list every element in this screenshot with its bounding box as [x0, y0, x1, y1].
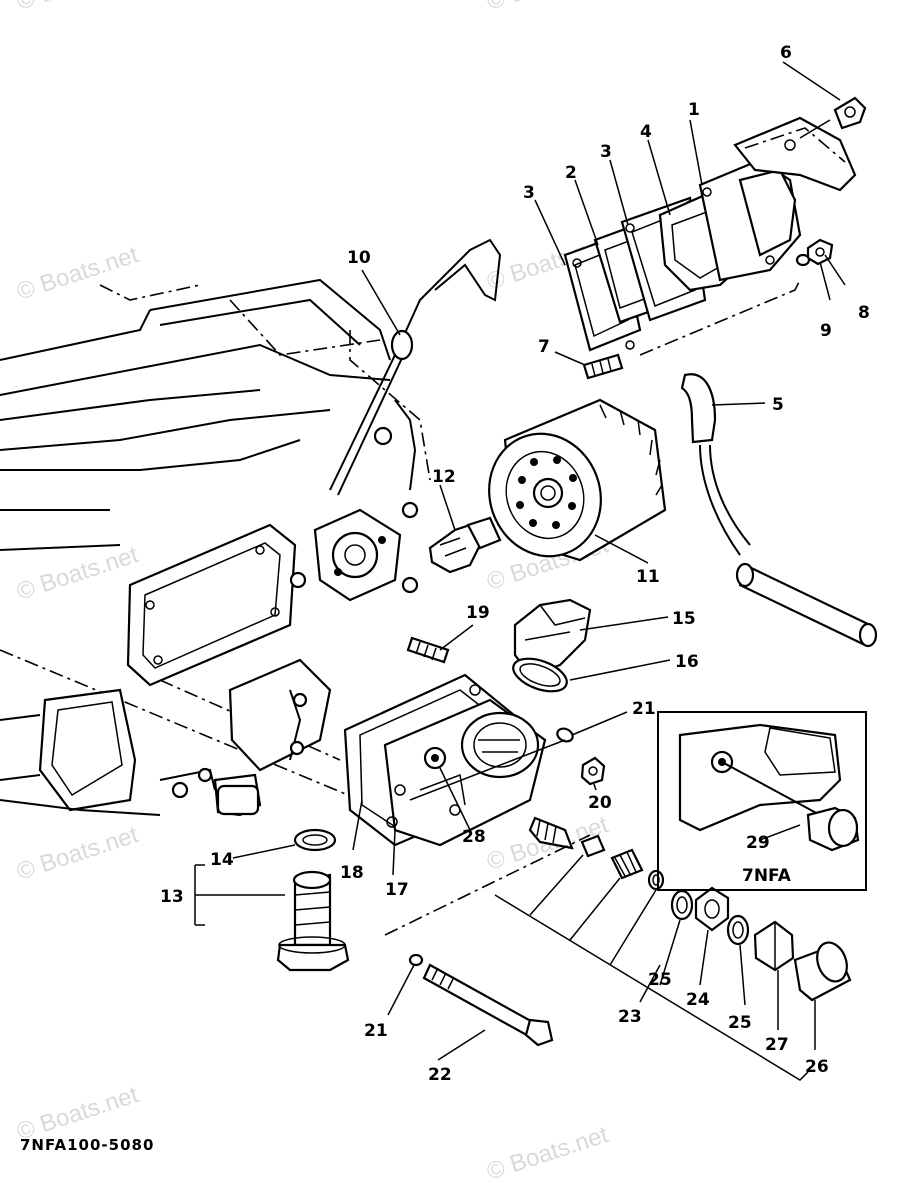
callout-25: 25: [728, 1013, 752, 1033]
callout-24: 24: [686, 990, 710, 1010]
watermarks: © Boats.net © Boats.net © Boats.net © Bo…: [14, 0, 612, 1186]
watermark: © Boats.net: [14, 0, 142, 16]
watermark: © Boats.net: [14, 241, 142, 306]
diagram-code: 7NFA100-5080: [20, 1136, 154, 1154]
inset-7nfa: [657, 711, 867, 891]
callout-29: 29: [746, 833, 770, 853]
part-11-oil-filter: [488, 398, 667, 562]
callout-20: 20: [588, 793, 612, 813]
leader-lines: [194, 61, 846, 1081]
callout-18: 18: [340, 863, 364, 883]
callout-3: 3: [523, 183, 535, 203]
callout-9: 9: [820, 321, 832, 341]
part-15-oil-cap: [512, 598, 592, 693]
callout-8: 8: [858, 303, 870, 323]
callout-19: 19: [466, 603, 490, 623]
callout-3: 3: [600, 142, 612, 162]
part-19-stud: [406, 636, 450, 664]
callout-labels: 1 2 3 3 4 5 6 7 8 9 10 11 12 13 14 15 16…: [20, 43, 870, 1154]
callout-22: 22: [428, 1065, 452, 1085]
callout-7: 7: [538, 337, 550, 357]
callout-12: 12: [432, 467, 456, 487]
callout-27: 27: [765, 1035, 789, 1055]
inset-label: 7NFA: [742, 866, 792, 886]
callout-13: 13: [160, 887, 184, 907]
relief-valve-parts: [528, 816, 852, 1002]
callout-17: 17: [385, 880, 409, 900]
filter-housing: [343, 673, 547, 847]
callout-1: 1: [688, 100, 700, 120]
part-12-union: [428, 516, 502, 574]
part-5-hose: [680, 373, 878, 648]
dipstick: [329, 238, 502, 496]
engine-block: [0, 278, 431, 817]
callout-21: 21: [632, 699, 656, 719]
callout-4: 4: [640, 122, 652, 142]
callout-21: 21: [364, 1021, 388, 1041]
inset-frame: [657, 711, 867, 891]
callout-2: 2: [565, 163, 577, 183]
callout-15: 15: [672, 609, 696, 629]
callout-11: 11: [636, 567, 660, 587]
part-13-union-bolt: [276, 828, 350, 972]
callout-14: 14: [210, 850, 234, 870]
part-20-nut: [408, 727, 606, 967]
watermark: © Boats.net: [14, 541, 142, 606]
valve-assembly: [563, 96, 867, 380]
callout-6: 6: [780, 43, 792, 63]
watermark: © Boats.net: [484, 1121, 612, 1186]
part-22-bolt: [422, 963, 554, 1047]
callout-26: 26: [805, 1057, 829, 1077]
watermark: © Boats.net: [14, 821, 142, 886]
callout-25: 25: [648, 970, 672, 990]
callout-5: 5: [772, 395, 784, 415]
callout-16: 16: [675, 652, 699, 672]
callout-10: 10: [347, 248, 371, 268]
watermark: © Boats.net: [484, 0, 612, 16]
callout-23: 23: [618, 1007, 642, 1027]
callout-28: 28: [462, 827, 486, 847]
